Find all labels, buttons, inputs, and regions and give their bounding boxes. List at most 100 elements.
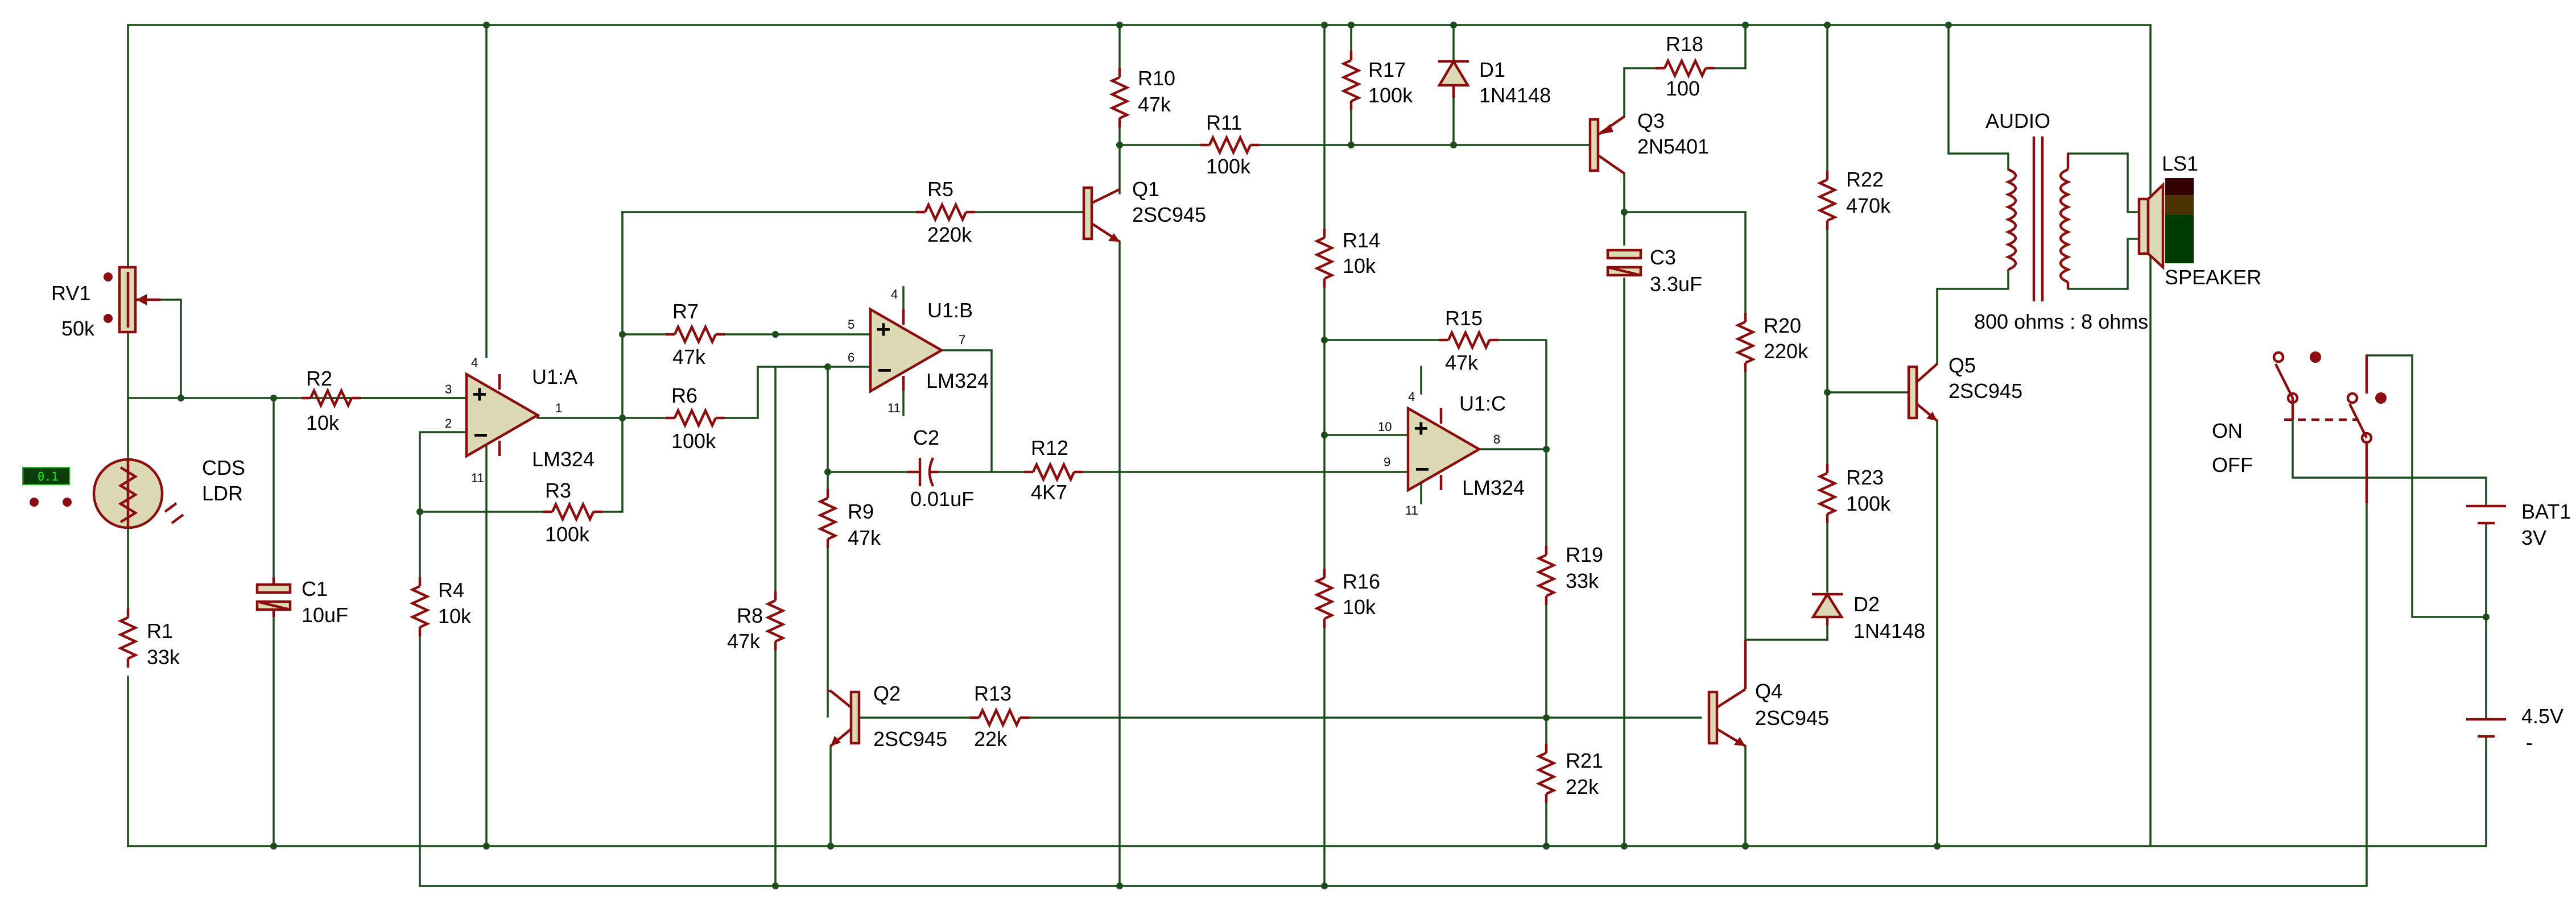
bat1-ref: BAT1	[2521, 500, 2571, 523]
bat1-v2: 4.5V	[2521, 705, 2563, 728]
power-switch[interactable]: ON OFF	[2212, 351, 2387, 503]
r8-value: 47k	[727, 629, 761, 653]
diode-d2: D2 1N4148	[1810, 591, 1925, 643]
resistor-r3: R3 100k	[543, 479, 602, 546]
resistor-r21: R21 22k	[1539, 744, 1603, 803]
u1c-pin10: 10	[1378, 420, 1392, 434]
u1b-value: LM324	[926, 369, 989, 392]
resistor-r8: R8 47k	[727, 591, 783, 653]
resistor-r9: R9 47k	[820, 489, 881, 549]
q4-value: 2SC945	[1755, 706, 1829, 730]
r16-ref: R16	[1343, 570, 1380, 593]
r11-value: 100k	[1206, 155, 1251, 178]
r17-ref: R17	[1368, 58, 1406, 81]
u1a-pin2: 2	[445, 416, 452, 430]
c2-value: 0.01uF	[910, 487, 974, 511]
u1c-pin9: 9	[1384, 455, 1390, 469]
rv1-ref: RV1	[51, 281, 90, 305]
u1a-pin11: 11	[471, 471, 484, 485]
c1-value: 10uF	[302, 603, 348, 627]
u1b-pin6: 6	[848, 350, 854, 364]
r7-ref: R7	[672, 300, 699, 323]
u1b-pin5: 5	[848, 317, 854, 332]
r21-ref: R21	[1566, 749, 1603, 772]
resistor-r2: R2 10k	[302, 367, 361, 434]
r9-value: 47k	[848, 526, 881, 549]
r5-value: 220k	[927, 223, 972, 246]
resistor-r14: R14 10k	[1317, 229, 1380, 288]
opamp-u1a: 3 2 4 11 1 U1:A LM324	[445, 355, 595, 485]
u1c-pin4: 4	[1408, 390, 1415, 404]
q4-ref: Q4	[1755, 680, 1782, 703]
r14-ref: R14	[1343, 229, 1380, 252]
r4-ref: R4	[438, 578, 464, 602]
capacitor-c3: C3 3.3uF	[1606, 246, 1702, 296]
resistor-r4: R4 10k	[412, 577, 472, 636]
transformer-ref: AUDIO	[1985, 109, 2050, 132]
r10-value: 47k	[1138, 93, 1171, 116]
switch-off-label: OFF	[2212, 453, 2253, 477]
resistor-r11: R11 100k	[1200, 111, 1260, 178]
battery-bat1: BAT1 3V 4.5V -	[2466, 500, 2571, 754]
r5-ref: R5	[927, 177, 953, 201]
resistor-r16: R16 10k	[1317, 569, 1380, 628]
r14-value: 10k	[1343, 254, 1376, 277]
c2-ref: C2	[913, 426, 939, 449]
opamp-u1c: 10 9 4 11 8 U1:C LM324	[1378, 390, 1525, 517]
ls1-value: SPEAKER	[2165, 266, 2261, 289]
ldr-value: LDR	[202, 482, 243, 505]
r21-value: 22k	[1566, 775, 1599, 798]
resistor-r23: R23 100k	[1820, 464, 1891, 523]
resistor-r1: R1 33k	[121, 608, 180, 669]
r18-ref: R18	[1666, 32, 1703, 56]
r20-ref: R20	[1764, 314, 1801, 337]
d1-value: 1N4148	[1479, 84, 1551, 107]
r16-value: 10k	[1343, 595, 1376, 619]
q2-ref: Q2	[873, 682, 901, 705]
resistor-r5: R5 220k	[916, 177, 975, 246]
r15-ref: R15	[1445, 306, 1483, 330]
ldr-sensor: 0.1 CDS LDR	[22, 456, 245, 529]
r18-value: 100	[1666, 77, 1700, 100]
d2-value: 1N4148	[1853, 619, 1925, 643]
u1b-ref: U1:B	[927, 299, 973, 322]
resistor-r15: R15 47k	[1439, 306, 1498, 374]
resistor-r10: R10 47k	[1112, 67, 1175, 127]
junctions	[177, 22, 2490, 889]
q5-ref: Q5	[1948, 354, 1976, 377]
u1a-pin3: 3	[445, 382, 452, 396]
transistor-q5: Q5 2SC945	[1907, 354, 2022, 422]
u1c-value: LM324	[1462, 476, 1525, 499]
u1c-pin11: 11	[1405, 503, 1418, 517]
r8-ref: R8	[737, 604, 763, 627]
resistor-r19: R19 33k	[1539, 543, 1603, 605]
r17-value: 100k	[1368, 84, 1413, 107]
resistor-r18: R18 100	[1656, 32, 1715, 100]
r2-value: 10k	[306, 411, 340, 434]
capacitor-c1: C1 10uF	[255, 577, 348, 627]
u1c-ref: U1:C	[1459, 392, 1506, 415]
r13-ref: R13	[974, 682, 1012, 705]
r3-value: 100k	[545, 523, 590, 546]
d2-ref: D2	[1853, 593, 1880, 616]
r22-value: 470k	[1846, 194, 1891, 217]
ldr-ref: CDS	[202, 456, 245, 479]
audio-transformer: AUDIO 800 ohms : 8 ohms	[1974, 109, 2148, 333]
resistor-r13: R13 22k	[970, 682, 1029, 751]
opamp-u1b: 5 6 4 11 7 U1:B LM324	[848, 287, 989, 415]
q1-value: 2SC945	[1132, 203, 1206, 226]
r9-ref: R9	[848, 500, 874, 523]
r23-value: 100k	[1846, 492, 1891, 515]
transistor-q3: Q3 2N5401	[1588, 109, 1709, 175]
r20-value: 220k	[1764, 339, 1809, 363]
q3-ref: Q3	[1637, 109, 1665, 132]
transistor-q4: Q4 2SC945	[1707, 640, 1829, 747]
transistor-q2: Q2 2SC945	[828, 682, 947, 751]
r12-value: 4K7	[1031, 481, 1067, 504]
r10-ref: R10	[1138, 67, 1175, 90]
transformer-value: 800 ohms : 8 ohms	[1974, 310, 2148, 333]
capacitor-c2: C2 0.01uF	[907, 426, 974, 511]
r6-ref: R6	[671, 384, 697, 407]
resistor-r6: R6 100k	[666, 384, 725, 453]
